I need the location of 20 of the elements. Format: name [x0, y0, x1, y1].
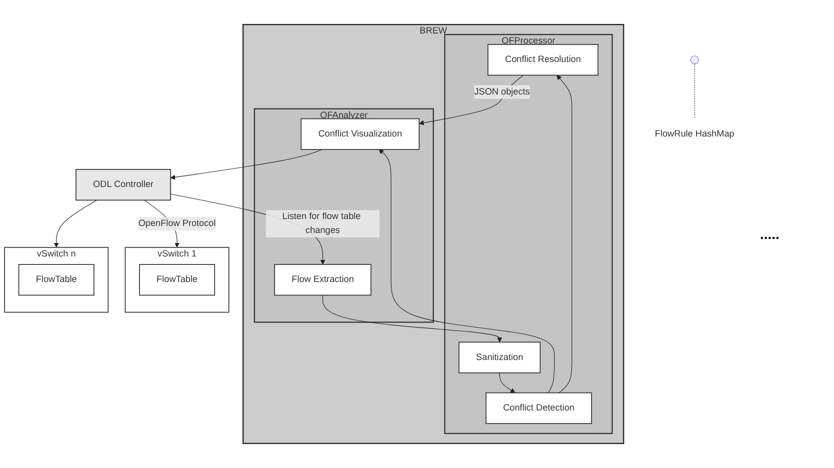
arrow	[378, 149, 555, 394]
node-text: FlowRule HashMap	[654, 128, 734, 139]
arrow	[322, 294, 502, 342]
arrow	[556, 74, 572, 394]
connector	[694, 64, 695, 120]
ellipsis-label: .....	[760, 226, 780, 242]
arrow	[170, 149, 322, 180]
node-box: Conflict Resolution	[487, 44, 598, 76]
node-box: Sanitization	[458, 342, 541, 374]
arrow	[499, 372, 516, 394]
edge-label: JSON objects	[474, 86, 530, 97]
edge-label: Listen for flow table changes	[282, 212, 361, 236]
edge-label: OpenFlow Protocol	[138, 218, 216, 228]
node-box: Conflict Detection	[486, 392, 592, 424]
arrow	[54, 200, 98, 248]
node-box: Flow Extraction	[274, 264, 372, 296]
node-box: FlowTable	[139, 264, 216, 296]
node-box: Conflict Visualization	[300, 118, 420, 150]
node-box: ODL Controller	[76, 168, 171, 201]
node-box: FlowTable	[18, 264, 94, 296]
